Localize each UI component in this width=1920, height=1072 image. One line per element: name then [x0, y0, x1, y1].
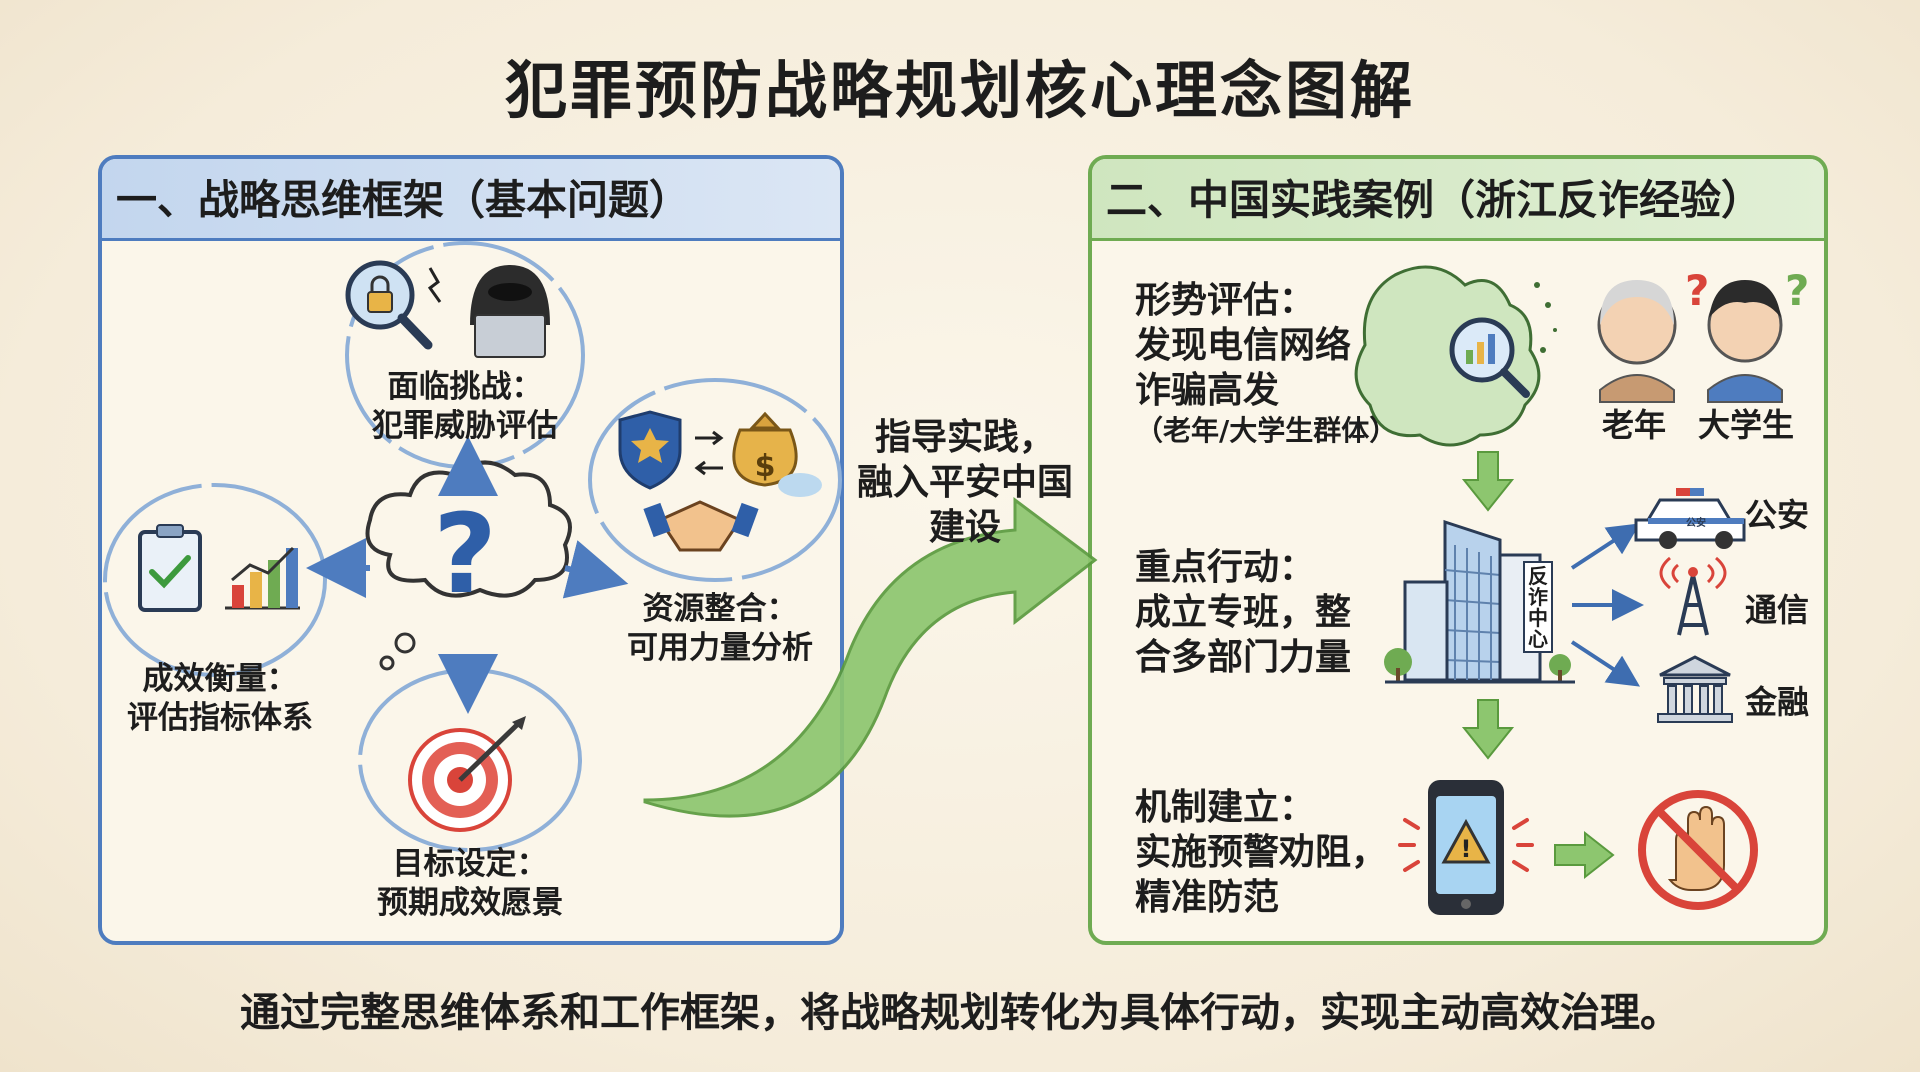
department-arrows	[1570, 523, 1644, 687]
page-title: 犯罪预防战略规划核心理念图解	[504, 54, 1415, 127]
resources-node: $	[588, 378, 842, 582]
process-arrows	[1461, 451, 1615, 880]
clipboard-check-icon	[138, 524, 202, 612]
department-finance: 金融	[1745, 683, 1810, 721]
framework-arrows	[306, 436, 629, 714]
challenge-label: 面临挑战： 犯罪威胁评估	[345, 368, 585, 446]
action-line-2: 成立专班，整	[1135, 592, 1352, 633]
police-badge-icon	[618, 410, 682, 490]
bridge-line-2: 融入平安中国	[856, 462, 1073, 503]
student-icon: ?	[1707, 266, 1809, 403]
group-label-student: 大学生	[1698, 406, 1795, 444]
challenge-desc: 犯罪威胁评估	[372, 407, 558, 444]
goal-node	[358, 668, 582, 852]
hacker-icon	[470, 265, 550, 358]
police-car-icon	[1634, 488, 1746, 549]
question-cloud-icon: ?	[365, 460, 572, 671]
measure-desc: 评估指标体系	[127, 699, 313, 736]
action-line-3: 合多部门力量	[1135, 637, 1352, 678]
handshake-icon	[643, 500, 759, 552]
assessment-title: 形势评估：	[1135, 280, 1316, 321]
mechanism-label: 机制建立： 实施预警劝阻， 精准防范	[1135, 785, 1405, 920]
bank-icon	[1657, 655, 1733, 723]
action-title: 重点行动：	[1135, 547, 1316, 588]
svg-text:?: ?	[1685, 266, 1709, 315]
svg-text:?: ?	[433, 490, 497, 618]
china-case-header: 二、中国实践案例（浙江反诈经验）	[1092, 159, 1824, 241]
bridge-line-3: 建设	[928, 507, 1001, 548]
department-police: 公安	[1745, 496, 1810, 534]
assessment-label: 形势评估： 发现电信网络 诈骗高发 （老年/大学生群体）	[1135, 278, 1415, 448]
bar-chart-icon	[225, 546, 300, 610]
mechanism-line-2: 实施预警劝阻，	[1135, 832, 1388, 873]
resources-label: 资源整合： 可用力量分析	[600, 590, 840, 668]
assessment-groups: （老年/大学生群体）	[1135, 414, 1398, 447]
bottom-caption: 通过完整思维体系和工作框架，将战略规划转化为具体行动，实现主动高效治理。	[240, 990, 1680, 1036]
elderly-person-icon: ?	[1597, 266, 1709, 403]
department-telecom: 通信	[1745, 591, 1810, 629]
phone-warning-icon: !	[1398, 780, 1534, 915]
strategy-framework-header: 一、战略思维框架（基本问题）	[102, 159, 840, 241]
svg-text:?: ?	[1785, 266, 1809, 315]
resources-title: 资源整合：	[642, 591, 798, 627]
goal-label: 目标设定： 预期成效愿景	[350, 845, 590, 923]
zhejiang-map-icon	[1354, 265, 1557, 447]
signal-tower-icon	[1659, 556, 1727, 636]
money-bag-icon: $	[732, 411, 822, 497]
police-car-text: 公安	[1686, 518, 1706, 529]
assessment-line-3: 诈骗高发	[1135, 370, 1280, 411]
resources-desc: 可用力量分析	[627, 629, 813, 666]
challenge-node	[345, 241, 585, 469]
anti-fraud-center-icon	[1384, 519, 1575, 684]
goal-desc: 预期成效愿景	[377, 884, 563, 921]
challenge-title: 面临挑战：	[387, 369, 543, 405]
measure-label: 成效衡量： 评估指标体系	[100, 660, 340, 738]
guidance-arrow	[643, 497, 1098, 818]
svg-text:!: !	[1461, 835, 1472, 863]
target-icon	[408, 716, 526, 832]
bridge-label: 指导实践， 融入平安中国 建设	[845, 415, 1085, 550]
measure-node	[103, 483, 327, 677]
mechanism-title: 机制建立：	[1135, 787, 1316, 828]
action-label: 重点行动： 成立专班，整 合多部门力量	[1135, 545, 1395, 680]
assessment-line-2: 发现电信网络	[1135, 325, 1352, 366]
mechanism-line-3: 精准防范	[1135, 877, 1280, 918]
anti-fraud-center-sign: 反诈中心	[1528, 564, 1548, 651]
goal-title: 目标设定：	[392, 846, 548, 882]
svg-text:$: $	[755, 449, 776, 484]
measure-title: 成效衡量：	[142, 661, 298, 697]
stop-hand-icon	[1638, 790, 1758, 910]
group-label-elderly: 老年	[1602, 406, 1667, 444]
bridge-line-1: 指导实践，	[874, 417, 1055, 458]
lock-magnifier-icon	[345, 260, 442, 350]
